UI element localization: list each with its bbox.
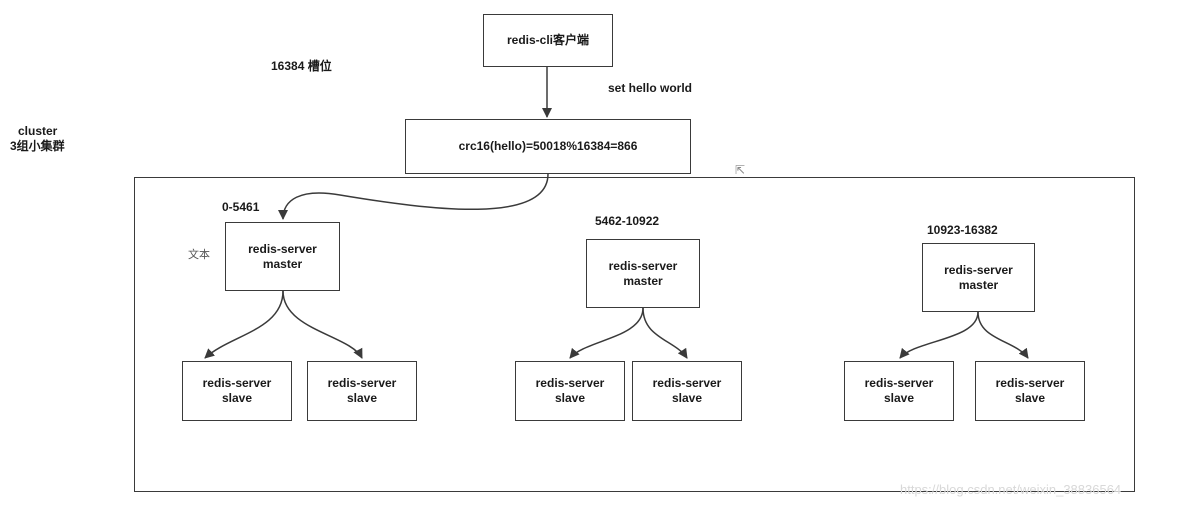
group-1-slave-1-node[interactable]: redis-server slave [182,361,292,421]
hash-node[interactable]: crc16(hello)=50018%16384=866 [405,119,691,174]
group-2-master-line1: redis-server [608,258,678,273]
group-1-slave-1-line2: slave [221,391,253,405]
group-3-slave-1-line1: redis-server [864,376,934,390]
group-2-slave-2-line1: redis-server [652,376,722,390]
command-label: set hello world [608,81,693,95]
group-1-slave-1-line1: redis-server [202,376,272,390]
group-2-range-label: 5462-10922 [595,214,660,228]
group-2-slave-1-line2: slave [554,391,586,405]
group-3-range-label: 10923-16382 [927,223,998,237]
watermark-text: https://blog.csdn.net/weixin_38836564 [900,482,1122,497]
master-1-to-slave-1a-arrow [204,290,284,359]
group-1-slave-2-node[interactable]: redis-server slave [307,361,417,421]
group-2-slave-2-node[interactable]: redis-server slave [632,361,742,421]
master-2-to-slave-2a-arrow [569,307,644,359]
group-3-master-node[interactable]: redis-server master [922,243,1035,312]
group-1-master-node[interactable]: redis-server master [225,222,340,291]
hash-formula-label: crc16(hello)=50018%16384=866 [458,139,638,153]
client-node-label: redis-cli客户端 [506,33,590,47]
group-3-master-line1: redis-server [944,262,1013,277]
group-2-master-node[interactable]: redis-server master [586,239,700,308]
cluster-label: cluster 3组小集群 [10,124,65,154]
master-1-to-slave-1b-arrow [282,290,363,359]
group-1-slave-2-line2: slave [346,391,378,405]
group-2-slave-1-line1: redis-server [535,376,605,390]
group-2-slave-1-node[interactable]: redis-server slave [515,361,625,421]
group-3-slave-1-node[interactable]: redis-server slave [844,361,954,421]
slots-label: 16384 槽位 [271,59,332,73]
group-2-slave-2-line2: slave [671,391,703,405]
cluster-container [134,177,1135,492]
master-2-to-slave-2b-arrow [642,307,688,359]
cluster-label-line2: 3组小集群 [10,139,65,153]
master-3-to-slave-3b-arrow [977,311,1029,359]
cluster-label-line1: cluster [18,124,58,138]
hash-to-master-1-arrow [278,173,549,220]
group-1-range-label: 0-5461 [222,200,260,214]
group-1-master-line1: redis-server [248,241,317,256]
group-3-slave-2-node[interactable]: redis-server slave [975,361,1085,421]
master-3-to-slave-3a-arrow [899,311,979,359]
group-3-slave-2-line2: slave [1014,391,1046,405]
group-1-slave-2-line1: redis-server [327,376,397,390]
group-2-master-line2: master [623,273,663,288]
group-3-slave-1-line2: slave [883,391,915,405]
group-3-slave-2-line1: redis-server [995,376,1065,390]
mouse-cursor-icon: ⇱ [735,163,746,177]
group-1-master-line2: master [262,256,303,271]
client-node[interactable]: redis-cli客户端 [483,14,613,67]
group-3-master-line2: master [958,277,999,292]
note-text-label: 文本 [188,249,210,261]
